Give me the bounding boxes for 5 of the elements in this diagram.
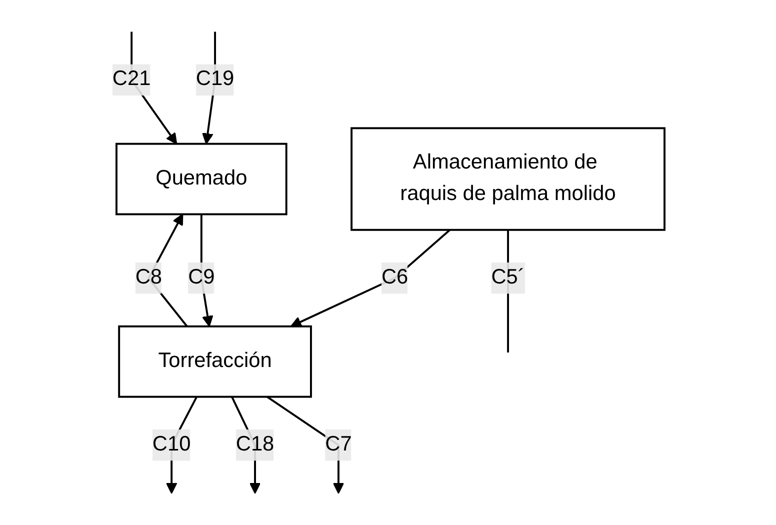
flowchart: C21 C19 C8 C9 C6 C5´ C10 C18 C7 Quemado Almacenamiento de raquis de palma molido Torrefacción <box>102 3 674 522</box>
process-box: Quemado <box>115 142 287 216</box>
process-box: Almacenamiento de raquis de palma molido <box>350 127 666 231</box>
edge-label: C10 <box>152 429 190 461</box>
process-box: Torrefacción <box>118 325 312 398</box>
